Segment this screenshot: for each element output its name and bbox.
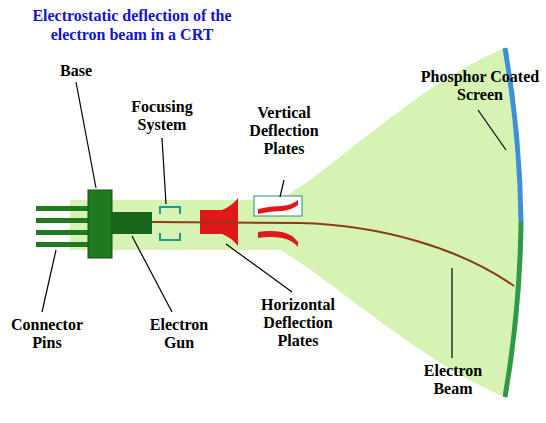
part-label: Focusing System: [116, 98, 208, 134]
screen-edge: [505, 222, 521, 397]
part-label: Base: [46, 62, 106, 80]
focusing-system: [160, 207, 180, 240]
part-label: Phosphor Coated Screen: [420, 68, 540, 104]
part-label: Electron Beam: [404, 362, 502, 398]
diagram-title: Electrostatic deflection of the electron…: [14, 6, 250, 44]
part-label: Connector Pins: [4, 316, 90, 352]
leader-lines: [42, 82, 506, 358]
base-symbol: [88, 190, 112, 258]
part-label: Electron Gun: [134, 316, 224, 352]
connector-pins: [36, 206, 92, 247]
tube-envelope: [70, 48, 520, 397]
part-label: Vertical Deflection Plates: [236, 104, 332, 158]
plate-frame: [254, 196, 302, 216]
electron-gun: [112, 212, 152, 234]
electron-beam: [152, 222, 514, 286]
part-label: Horizontal Deflection Plates: [246, 296, 350, 350]
